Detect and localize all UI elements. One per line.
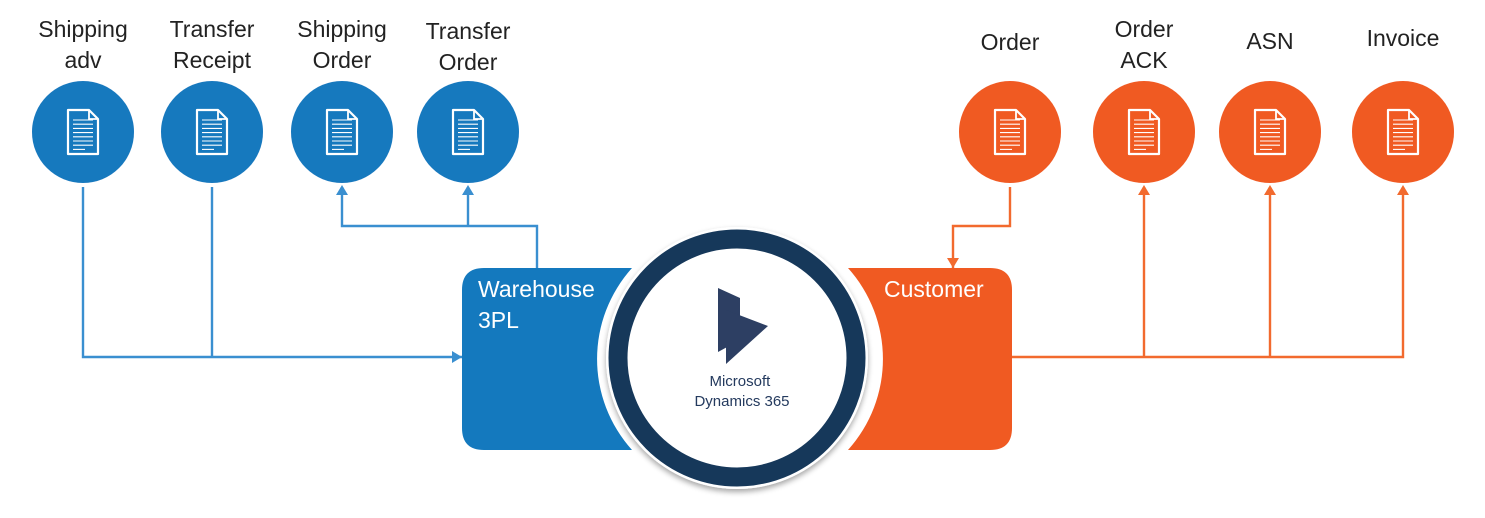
document-circle	[291, 81, 393, 183]
connector-customer-to-invoice	[1012, 185, 1409, 359]
warehouse-label: Warehouse 3PL	[478, 276, 601, 333]
arrowhead	[452, 351, 462, 363]
customer-box	[848, 268, 1012, 450]
connector-order-to-customer	[947, 187, 1012, 268]
connector-customer-to-order-ack	[1138, 185, 1150, 357]
document-label: Invoice	[1367, 25, 1440, 51]
document-icon	[451, 108, 485, 156]
document-circle	[1093, 81, 1195, 183]
dynamics-ring-inner	[634, 255, 840, 461]
connector-shipping-adv-to-warehouse	[81, 187, 462, 363]
customer-label: Customer	[884, 276, 984, 302]
arrowhead	[462, 185, 474, 195]
customer-document-bubble-1: Order	[959, 29, 1061, 183]
dynamics-365-caption: Microsoft Dynamics 365	[694, 373, 789, 410]
document-circle	[161, 81, 263, 183]
connector-warehouse-to-shipping-order	[336, 185, 539, 268]
dynamics-365-hub	[606, 227, 868, 489]
arrowhead	[1264, 185, 1276, 195]
arrowhead	[336, 185, 348, 195]
arrowhead	[1397, 185, 1409, 195]
dynamics-365-logo-icon	[718, 288, 768, 364]
document-circle	[32, 81, 134, 183]
customer-hub: Customer	[848, 268, 1012, 450]
warehouse-hub: Warehouse 3PL	[462, 268, 632, 450]
document-icon	[1386, 108, 1420, 156]
document-label: Order	[981, 29, 1040, 55]
arrowhead	[1138, 185, 1150, 195]
flow-connectors	[81, 185, 1409, 363]
document-icon	[1253, 108, 1287, 156]
document-circle	[1352, 81, 1454, 183]
document-circle	[1219, 81, 1321, 183]
document-label: ASN	[1246, 28, 1293, 54]
document-icon	[325, 108, 359, 156]
arrowhead	[947, 258, 959, 268]
dynamics-ring-band	[608, 229, 866, 487]
document-icon	[1127, 108, 1161, 156]
document-icon	[66, 108, 100, 156]
warehouse-3pl-box	[462, 268, 632, 450]
connector-warehouse-to-transfer-order	[462, 185, 474, 226]
connector-customer-to-asn	[1264, 185, 1276, 357]
customer-document-bubble-4: Invoice	[1352, 25, 1454, 183]
document-circle	[959, 81, 1061, 183]
document-circle	[417, 81, 519, 183]
document-icon	[993, 108, 1027, 156]
customer-document-bubble-3: ASN	[1219, 28, 1321, 183]
document-icon	[195, 108, 229, 156]
